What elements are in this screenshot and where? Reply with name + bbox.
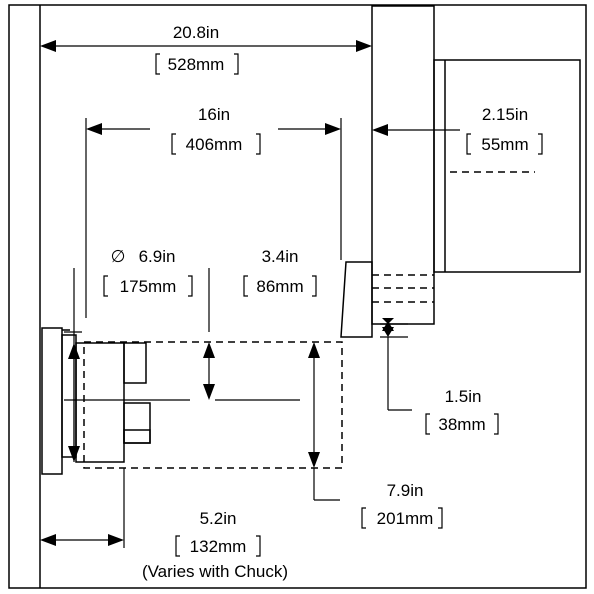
dim-motor-depth: 2.15in 55mm bbox=[372, 105, 543, 155]
dim-overall-imperial: 20.8in bbox=[173, 23, 219, 42]
dim-chuck-note: (Varies with Chuck) bbox=[142, 562, 288, 581]
dim-chuck-imperial: 5.2in bbox=[200, 509, 237, 528]
chuck-jaw-upper bbox=[123, 342, 147, 384]
dim-diameter-metric: 175mm bbox=[120, 277, 177, 296]
dim-center-metric: 86mm bbox=[256, 277, 303, 296]
dim-overall-metric: 528mm bbox=[168, 55, 225, 74]
dim-offset-imperial: 1.5in bbox=[445, 387, 482, 406]
dim-chuck-length: 5.2in 132mm (Varies with Chuck) bbox=[40, 468, 288, 581]
dim-motor-imperial: 2.15in bbox=[482, 105, 528, 124]
dim-span-length: 16in 406mm bbox=[85, 105, 342, 318]
dim-chuck-diameter: ∅ 6.9in 175mm bbox=[64, 247, 193, 462]
dim-center-height: 3.4in 86mm bbox=[203, 247, 317, 400]
dim-span-metric: 406mm bbox=[186, 135, 243, 154]
motor-housing bbox=[433, 59, 581, 273]
spindle-nose bbox=[340, 261, 373, 338]
chuck-body bbox=[75, 342, 125, 463]
chuck-jaw-foot bbox=[123, 429, 151, 444]
dim-total-imperial: 7.9in bbox=[387, 481, 424, 500]
dim-base-offset: 1.5in 38mm bbox=[380, 318, 499, 435]
dim-overall-length: 20.8in 528mm bbox=[40, 23, 372, 75]
dim-motor-metric: 55mm bbox=[481, 135, 528, 154]
headstock-body bbox=[371, 5, 435, 325]
dim-chuck-metric: 132mm bbox=[190, 537, 247, 556]
dim-diameter-imperial: 6.9in bbox=[139, 247, 176, 266]
outer-frame bbox=[8, 4, 587, 589]
chuck-envelope bbox=[83, 341, 343, 469]
dim-offset-metric: 38mm bbox=[438, 415, 485, 434]
dim-center-imperial: 3.4in bbox=[262, 247, 299, 266]
dim-total-height: 7.9in 201mm bbox=[308, 342, 443, 529]
chuck-jaw-lower bbox=[123, 402, 151, 444]
faceplate bbox=[41, 327, 63, 475]
dim-span-imperial: 16in bbox=[198, 105, 230, 124]
diameter-symbol: ∅ bbox=[111, 247, 126, 266]
dim-total-metric: 201mm bbox=[377, 509, 434, 528]
